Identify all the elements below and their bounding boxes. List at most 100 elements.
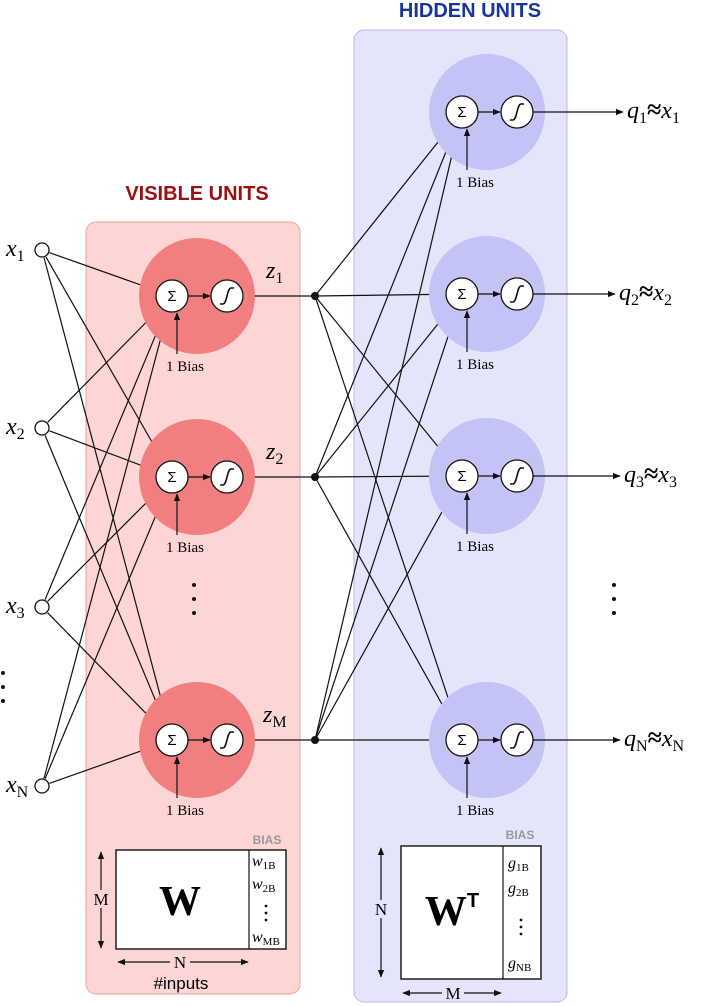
visible-bias-vdots — [264, 904, 268, 922]
connections — [43, 124, 460, 784]
bias-entry: g2B — [508, 880, 529, 899]
input-nodes: x1 x2 x3 xN — [5, 236, 50, 801]
input-label: x1 — [5, 236, 25, 265]
visible-cols-label: N — [174, 953, 186, 972]
junction-dot — [311, 473, 319, 481]
hidden-edge — [314, 472, 446, 480]
bias-label: 1 Bias — [456, 357, 494, 373]
visible-bias-entries: w1B w2B wMB — [252, 853, 280, 948]
sigma-glyph: Σ — [457, 732, 466, 749]
bias-entry: wMB — [252, 929, 280, 948]
z-label: z2 — [265, 439, 283, 468]
input-label: x3 — [5, 593, 25, 622]
hidden-matrix-symbol: WT — [425, 889, 479, 935]
hidden-cols-label: M — [445, 984, 460, 1003]
input-edge — [44, 435, 167, 726]
bias-entry: gNB — [508, 955, 531, 974]
output-label: q2≈x2 — [619, 277, 672, 309]
z-label: z1 — [265, 258, 283, 287]
hidden-edge — [314, 127, 460, 741]
sigmoid-icon — [510, 285, 524, 303]
sigmoid-icon — [510, 731, 524, 749]
hidden-edge — [314, 127, 457, 478]
ellipsis-inputs — [1, 671, 5, 703]
bias-label: 1 Bias — [166, 540, 204, 556]
visible-bias-header: BIAS — [253, 833, 282, 847]
sigma-glyph: Σ — [457, 468, 466, 485]
ellipsis-hidden — [612, 583, 616, 615]
input-edge — [44, 310, 166, 600]
input-edge — [44, 491, 166, 779]
hidden-edge — [314, 306, 452, 478]
visible-unit-2: Σ 1 Bias — [139, 419, 255, 556]
input-node — [34, 420, 50, 436]
hidden-weight-matrix: WT BIAS g1B g2B gNB N M — [372, 828, 542, 1003]
input-edge — [49, 252, 157, 291]
input-edge — [47, 488, 161, 602]
sigma-glyph: Σ — [167, 288, 176, 305]
input-label: xN — [5, 772, 29, 801]
visible-unit-3: Σ 1 Bias — [139, 682, 255, 819]
hidden-bias-vdots — [519, 918, 523, 936]
hidden-unit-2: Σ 1 Bias — [429, 236, 545, 373]
input-edge — [47, 612, 161, 729]
hidden-unit-3: Σ 1 Bias — [429, 418, 545, 555]
visible-rows-label: M — [93, 890, 108, 909]
input-node — [34, 599, 50, 615]
input-edge — [45, 256, 165, 463]
sigma-glyph: Σ — [167, 469, 176, 486]
junction-dot — [311, 736, 319, 744]
visible-matrix-symbol: W — [159, 879, 201, 925]
bias-label: 1 Bias — [166, 803, 204, 819]
hidden-bias-header: BIAS — [506, 828, 535, 842]
sigmoid-icon — [220, 287, 234, 305]
bias-label: 1 Bias — [456, 539, 494, 555]
sigmoid-icon — [510, 467, 524, 485]
hidden-unit-4: Σ 1 Bias — [429, 682, 545, 819]
hidden-bias-entries: g1B g2B gNB — [508, 855, 531, 974]
output-label: q3≈x3 — [624, 459, 677, 491]
input-node — [34, 242, 50, 258]
junction-dot — [311, 292, 319, 300]
output-labels: q1≈x1 q2≈x2 q3≈x3 qN≈xN — [533, 95, 685, 755]
z-labels: z1 z2 zM — [262, 258, 287, 731]
hidden-edge — [314, 291, 446, 298]
visible-units-panel — [85, 221, 301, 995]
input-edge — [49, 430, 157, 472]
sigmoid-icon — [220, 468, 234, 486]
visible-unit-1: Σ 1 Bias — [139, 238, 255, 375]
input-edge — [43, 311, 169, 779]
hidden-unit-1: Σ 1 Bias — [429, 54, 545, 191]
hidden-edge — [314, 476, 455, 726]
hidden-edge — [314, 295, 458, 725]
hidden-rows-label: N — [375, 900, 387, 919]
input-label: x2 — [5, 414, 25, 443]
bias-label: 1 Bias — [166, 359, 204, 375]
input-edge — [47, 307, 161, 423]
output-label: q1≈x1 — [627, 95, 680, 127]
hidden-edge — [314, 309, 458, 741]
hidden-edge — [314, 490, 455, 741]
sigmoid-icon — [510, 103, 524, 121]
bias-label: 1 Bias — [456, 175, 494, 191]
sigma-glyph: Σ — [457, 104, 466, 121]
input-edge — [49, 745, 157, 784]
bias-entry: g1B — [508, 855, 529, 874]
visible-matrix-caption: #inputs — [154, 974, 209, 993]
sigma-glyph: Σ — [167, 732, 176, 749]
visible-weight-matrix: W BIAS w1B w2B wMB M N #inputs — [92, 833, 287, 993]
z-label: zM — [262, 702, 287, 731]
hidden-units-title: HIDDEN UNITS — [399, 0, 541, 22]
bias-entry: w2B — [252, 876, 276, 895]
bias-entry: w1B — [252, 853, 276, 872]
bias-label: 1 Bias — [456, 803, 494, 819]
input-edge — [43, 257, 169, 725]
visible-units-title: VISIBLE UNITS — [125, 183, 268, 205]
input-node — [34, 778, 50, 794]
sigma-glyph: Σ — [457, 286, 466, 303]
ellipsis-visible — [192, 583, 196, 615]
hidden-edge — [314, 124, 452, 297]
output-label: qN≈xN — [624, 723, 685, 755]
